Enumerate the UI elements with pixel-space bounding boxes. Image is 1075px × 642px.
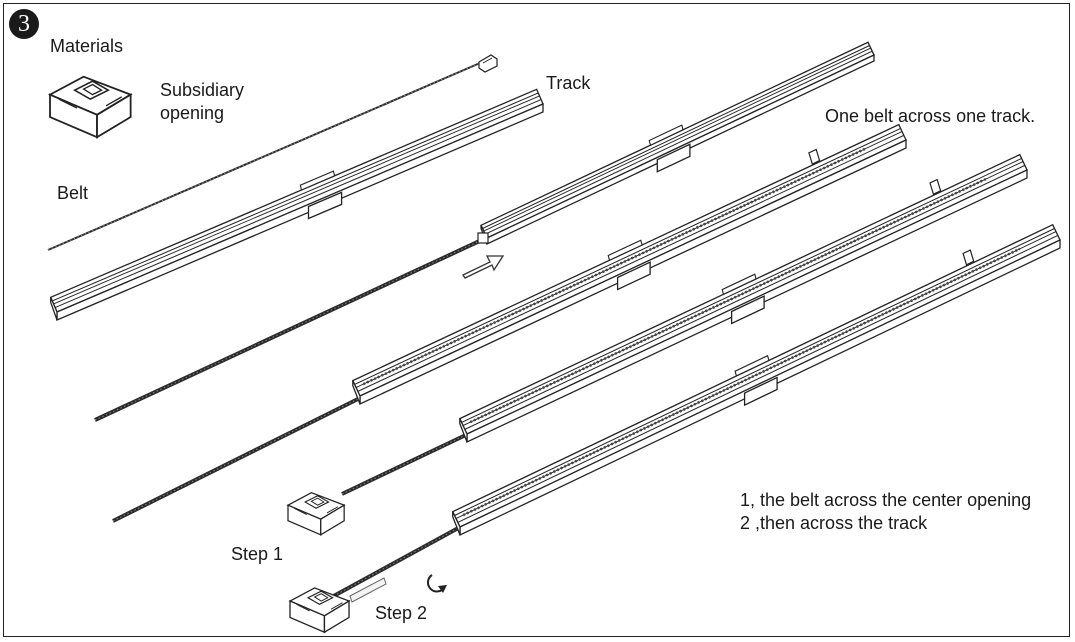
track-groove-line bbox=[354, 128, 901, 385]
block-edge bbox=[330, 602, 343, 610]
track-belt-inside bbox=[462, 247, 1021, 517]
track-groove-line bbox=[457, 234, 1059, 523]
track-end-cap bbox=[452, 511, 461, 536]
track-groove-line bbox=[357, 134, 905, 392]
blocks-layer bbox=[47, 75, 387, 634]
track-row-2 bbox=[351, 123, 907, 406]
tracks-layer bbox=[49, 41, 1061, 537]
track-center-plate bbox=[743, 376, 778, 407]
belt-end-clip-icon bbox=[478, 54, 498, 73]
belt-teeth bbox=[47, 62, 481, 251]
track-belt-inside bbox=[362, 147, 867, 386]
block-slot-inner bbox=[310, 497, 325, 506]
track-label: Track bbox=[546, 73, 591, 93]
track-groove-line bbox=[52, 92, 539, 302]
belts-layer bbox=[47, 62, 487, 600]
track-belt-inside bbox=[469, 177, 988, 424]
block-edge bbox=[296, 603, 310, 612]
track-top-clip bbox=[648, 124, 684, 146]
track-end-cap bbox=[50, 297, 58, 321]
step-number-badge: 3 bbox=[9, 9, 39, 39]
track-groove-line bbox=[53, 95, 540, 305]
subsidiary-label-line2: opening bbox=[160, 103, 225, 123]
track-front-face bbox=[56, 103, 544, 321]
belt-body bbox=[94, 236, 487, 422]
instructions-block: 1, the belt across the center opening 2 … bbox=[740, 489, 1031, 535]
block-right bbox=[96, 93, 132, 139]
subsidiary-label-line1: Subsidiary bbox=[160, 80, 245, 100]
track-center-plate bbox=[616, 261, 651, 291]
track-groove-line bbox=[483, 47, 871, 232]
track-center-plate bbox=[730, 295, 765, 325]
track-groove-line bbox=[464, 164, 1026, 430]
track-top-clip bbox=[299, 170, 336, 191]
step2-label: Step 2 bbox=[375, 603, 428, 623]
block-slot-inner bbox=[313, 593, 329, 602]
track-top-clip bbox=[721, 273, 757, 296]
diagram-frame bbox=[3, 3, 1070, 637]
track-row-1 bbox=[480, 41, 875, 246]
belt-body bbox=[341, 431, 471, 496]
block-edge bbox=[105, 96, 123, 107]
block-slot-inner bbox=[82, 83, 103, 96]
block-edge bbox=[58, 98, 78, 109]
materials-label: Materials bbox=[50, 36, 124, 56]
track-groove-line bbox=[482, 45, 870, 229]
track-row-4 bbox=[451, 223, 1061, 537]
track-end-clip bbox=[929, 178, 942, 196]
rotate-arrow-icon bbox=[427, 574, 447, 593]
track-end-clip bbox=[808, 148, 821, 165]
track-center-plate bbox=[656, 143, 691, 173]
track-end-cap bbox=[352, 380, 361, 405]
one-belt-note: One belt across one track. bbox=[825, 106, 1036, 126]
belt-row-2 bbox=[112, 396, 361, 523]
material-track bbox=[49, 88, 544, 321]
track-top-clip bbox=[734, 354, 770, 377]
track-end-cap bbox=[459, 418, 468, 443]
track-groove-line bbox=[454, 228, 1055, 516]
track-row-3 bbox=[458, 153, 1028, 444]
track-end-clip bbox=[962, 249, 975, 266]
belt-body bbox=[112, 396, 361, 523]
instruction-line-1: 1, the belt across the center opening bbox=[740, 490, 1032, 510]
block-edge bbox=[294, 507, 307, 515]
step1-block bbox=[286, 491, 346, 536]
loose-belt bbox=[47, 62, 481, 251]
belt-label: Belt bbox=[57, 183, 89, 203]
belt-teeth bbox=[329, 525, 463, 599]
belt-tail-strip bbox=[349, 577, 387, 603]
track-center-plate bbox=[307, 191, 343, 220]
track-groove-line bbox=[54, 99, 542, 309]
belt-row-3 bbox=[341, 431, 471, 496]
block-edge bbox=[326, 506, 339, 514]
block-right bbox=[320, 504, 345, 536]
subsidiary-opening-block-icon bbox=[47, 75, 133, 139]
belt-clip-end bbox=[477, 232, 489, 244]
track-groove-line bbox=[484, 50, 873, 235]
step1-label: Step 1 bbox=[231, 544, 284, 564]
track-top-clip bbox=[607, 239, 643, 261]
track-groove-line bbox=[461, 158, 1022, 423]
belt-feeding bbox=[94, 236, 487, 422]
step2-block bbox=[288, 587, 351, 634]
belt-row-4 bbox=[329, 524, 463, 600]
block-right bbox=[323, 599, 350, 634]
arrow-right-icon bbox=[462, 255, 505, 279]
instruction-line-2: 2 ,then across the track bbox=[740, 513, 928, 533]
